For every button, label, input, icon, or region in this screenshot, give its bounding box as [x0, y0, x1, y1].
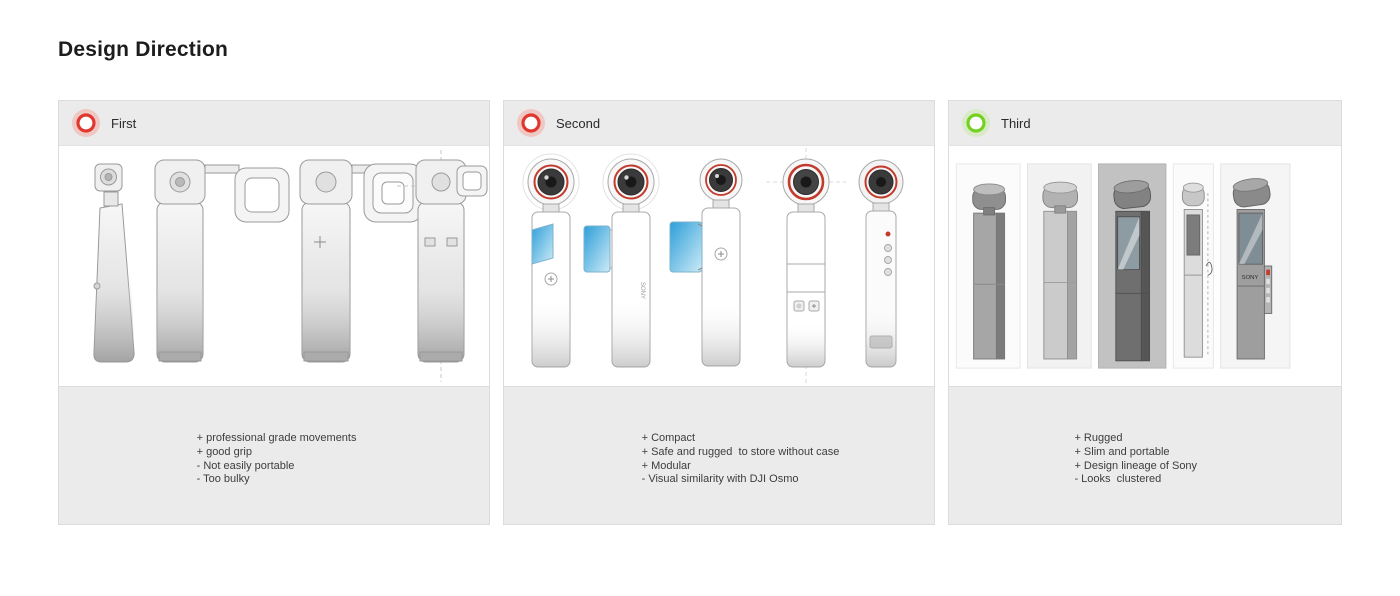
note-line: - Not easily portable: [196, 459, 295, 472]
panel-first-header: First: [59, 101, 489, 145]
indicator-ring: [76, 113, 96, 133]
note-line: + Rugged: [1074, 432, 1123, 444]
note-line: - Too bulky: [196, 473, 250, 486]
status-indicator-red-icon: [72, 109, 100, 137]
panel-second-notes: + Compact + Safe and rugged to store wit…: [504, 387, 934, 524]
panel-first-label: First: [111, 115, 137, 131]
note-line: + Modular: [641, 459, 691, 472]
note-line: + Safe and rugged to store without case: [641, 445, 840, 458]
note-line: + professional grade movements: [196, 432, 357, 444]
note-line: - Visual similarity with DJI Osmo: [641, 473, 799, 486]
note-line: + good grip: [196, 445, 252, 458]
panel-third-header: Third: [949, 101, 1341, 145]
panel-second-header: Second: [504, 101, 934, 145]
status-indicator-red-icon: [517, 109, 545, 137]
brand-label-text: SONY: [1242, 275, 1259, 281]
brand-label-text: SONY: [639, 282, 645, 299]
sketch-second-pocket-camera-concepts: SONY: [522, 148, 904, 384]
note-line: + Slim and portable: [1074, 445, 1170, 458]
panel-third: Third: [948, 100, 1342, 525]
panel-second-sketch-area: SONY: [504, 145, 934, 387]
panel-third-sketch-area: SONY: [949, 145, 1341, 387]
indicator-ring: [521, 113, 541, 133]
indicator-ring: [966, 113, 986, 133]
panel-second-label: Second: [556, 115, 601, 131]
panels-row: First: [58, 100, 1342, 525]
page-title: Design Direction: [58, 38, 229, 61]
note-line: + Compact: [641, 432, 696, 444]
note-line: + Design lineage of Sony: [1074, 459, 1198, 472]
panel-third-notes: + Rugged + Slim and portable + Design li…: [949, 387, 1341, 524]
panel-first-sketch-area: [59, 145, 489, 387]
sketch-first-gimbal-concepts: [93, 150, 488, 382]
panel-second: Second: [503, 100, 935, 525]
panel-first: First: [58, 100, 490, 525]
panel-first-notes: + professional grade movements + good gr…: [59, 387, 489, 524]
sketch-third-marker-renderings: SONY: [955, 163, 1291, 369]
note-line: - Looks clustered: [1074, 473, 1162, 486]
status-indicator-green-icon: [962, 109, 990, 137]
panel-third-label: Third: [1001, 115, 1031, 131]
